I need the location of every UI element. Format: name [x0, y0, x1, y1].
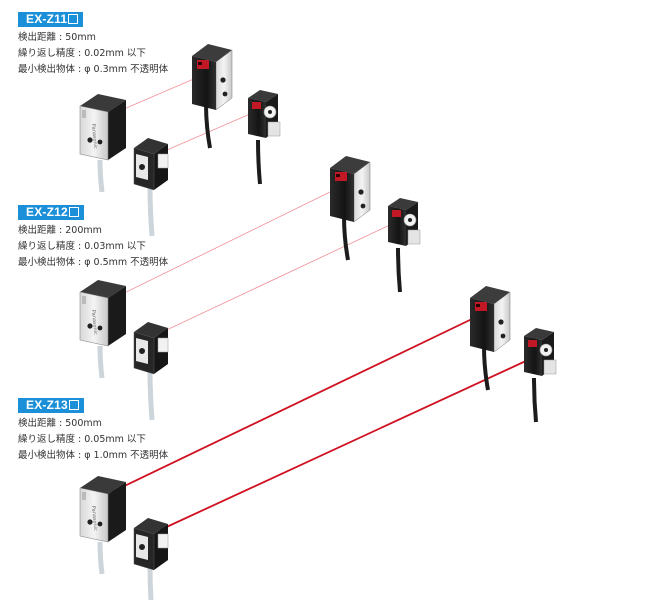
- spec-min-object: 最小検出物体 : φ 0.5mm 不透明体: [18, 257, 169, 268]
- spec-repeatability: 繰り返し精度 : 0.02mm 以下: [18, 48, 146, 59]
- emitter-sensor: [80, 280, 126, 378]
- receiver-sensor: [386, 196, 422, 294]
- receiver-sensor: [522, 326, 558, 424]
- spec-detect-distance: 検出距離 : 200mm: [18, 225, 102, 236]
- light-beam: [111, 317, 475, 493]
- emitter-sensor: [80, 476, 126, 574]
- square-icon: [68, 207, 79, 217]
- spec-repeatability: 繰り返し精度 : 0.05mm 以下: [18, 434, 146, 445]
- sensor-group-ex-z12: [80, 154, 422, 420]
- model-badge-ex-z11: EX-Z11: [18, 12, 84, 27]
- sensor-group-ex-z13: [80, 284, 558, 600]
- light-beam: [109, 189, 335, 301]
- light-beam: [159, 113, 251, 154]
- receiver-sensor: [246, 88, 282, 186]
- spec-min-object: 最小検出物体 : φ 1.0mm 不透明体: [18, 450, 169, 461]
- model-name: EX-Z13: [26, 398, 68, 412]
- light-beam: [159, 359, 529, 531]
- receiver-sensor: [468, 284, 512, 392]
- spec-min-object: 最小検出物体 : φ 0.3mm 不透明体: [18, 64, 169, 75]
- spec-detect-distance: 検出距離 : 500mm: [18, 418, 102, 429]
- receiver-sensor: [328, 154, 372, 262]
- spec-detect-distance: 検出距離 : 50mm: [18, 32, 96, 43]
- sensor-group-ex-z11: [80, 42, 282, 236]
- model-name: EX-Z12: [26, 205, 68, 219]
- receiver-sensor: [190, 42, 234, 150]
- emitter-sensor: [134, 138, 168, 236]
- model-badge-ex-z13: EX-Z13: [18, 398, 84, 413]
- spec-block-ex-z11: EX-Z11 検出距離 : 50mm 繰り返し精度 : 0.02mm 以下 最小…: [18, 8, 168, 78]
- spec-block-ex-z13: EX-Z13 検出距離 : 500mm 繰り返し精度 : 0.05mm 以下 最…: [18, 394, 168, 464]
- emitter-sensor: [134, 322, 168, 420]
- model-name: EX-Z11: [26, 12, 68, 26]
- square-icon: [68, 400, 79, 410]
- light-beam: [157, 223, 393, 335]
- emitter-sensor: [80, 94, 126, 192]
- model-badge-ex-z12: EX-Z12: [18, 205, 84, 220]
- spec-repeatability: 繰り返し精度 : 0.03mm 以下: [18, 241, 146, 252]
- spec-block-ex-z12: EX-Z12 検出距離 : 200mm 繰り返し精度 : 0.03mm 以下 最…: [18, 201, 168, 271]
- emitter-sensor: [134, 518, 168, 600]
- square-icon: [68, 14, 79, 24]
